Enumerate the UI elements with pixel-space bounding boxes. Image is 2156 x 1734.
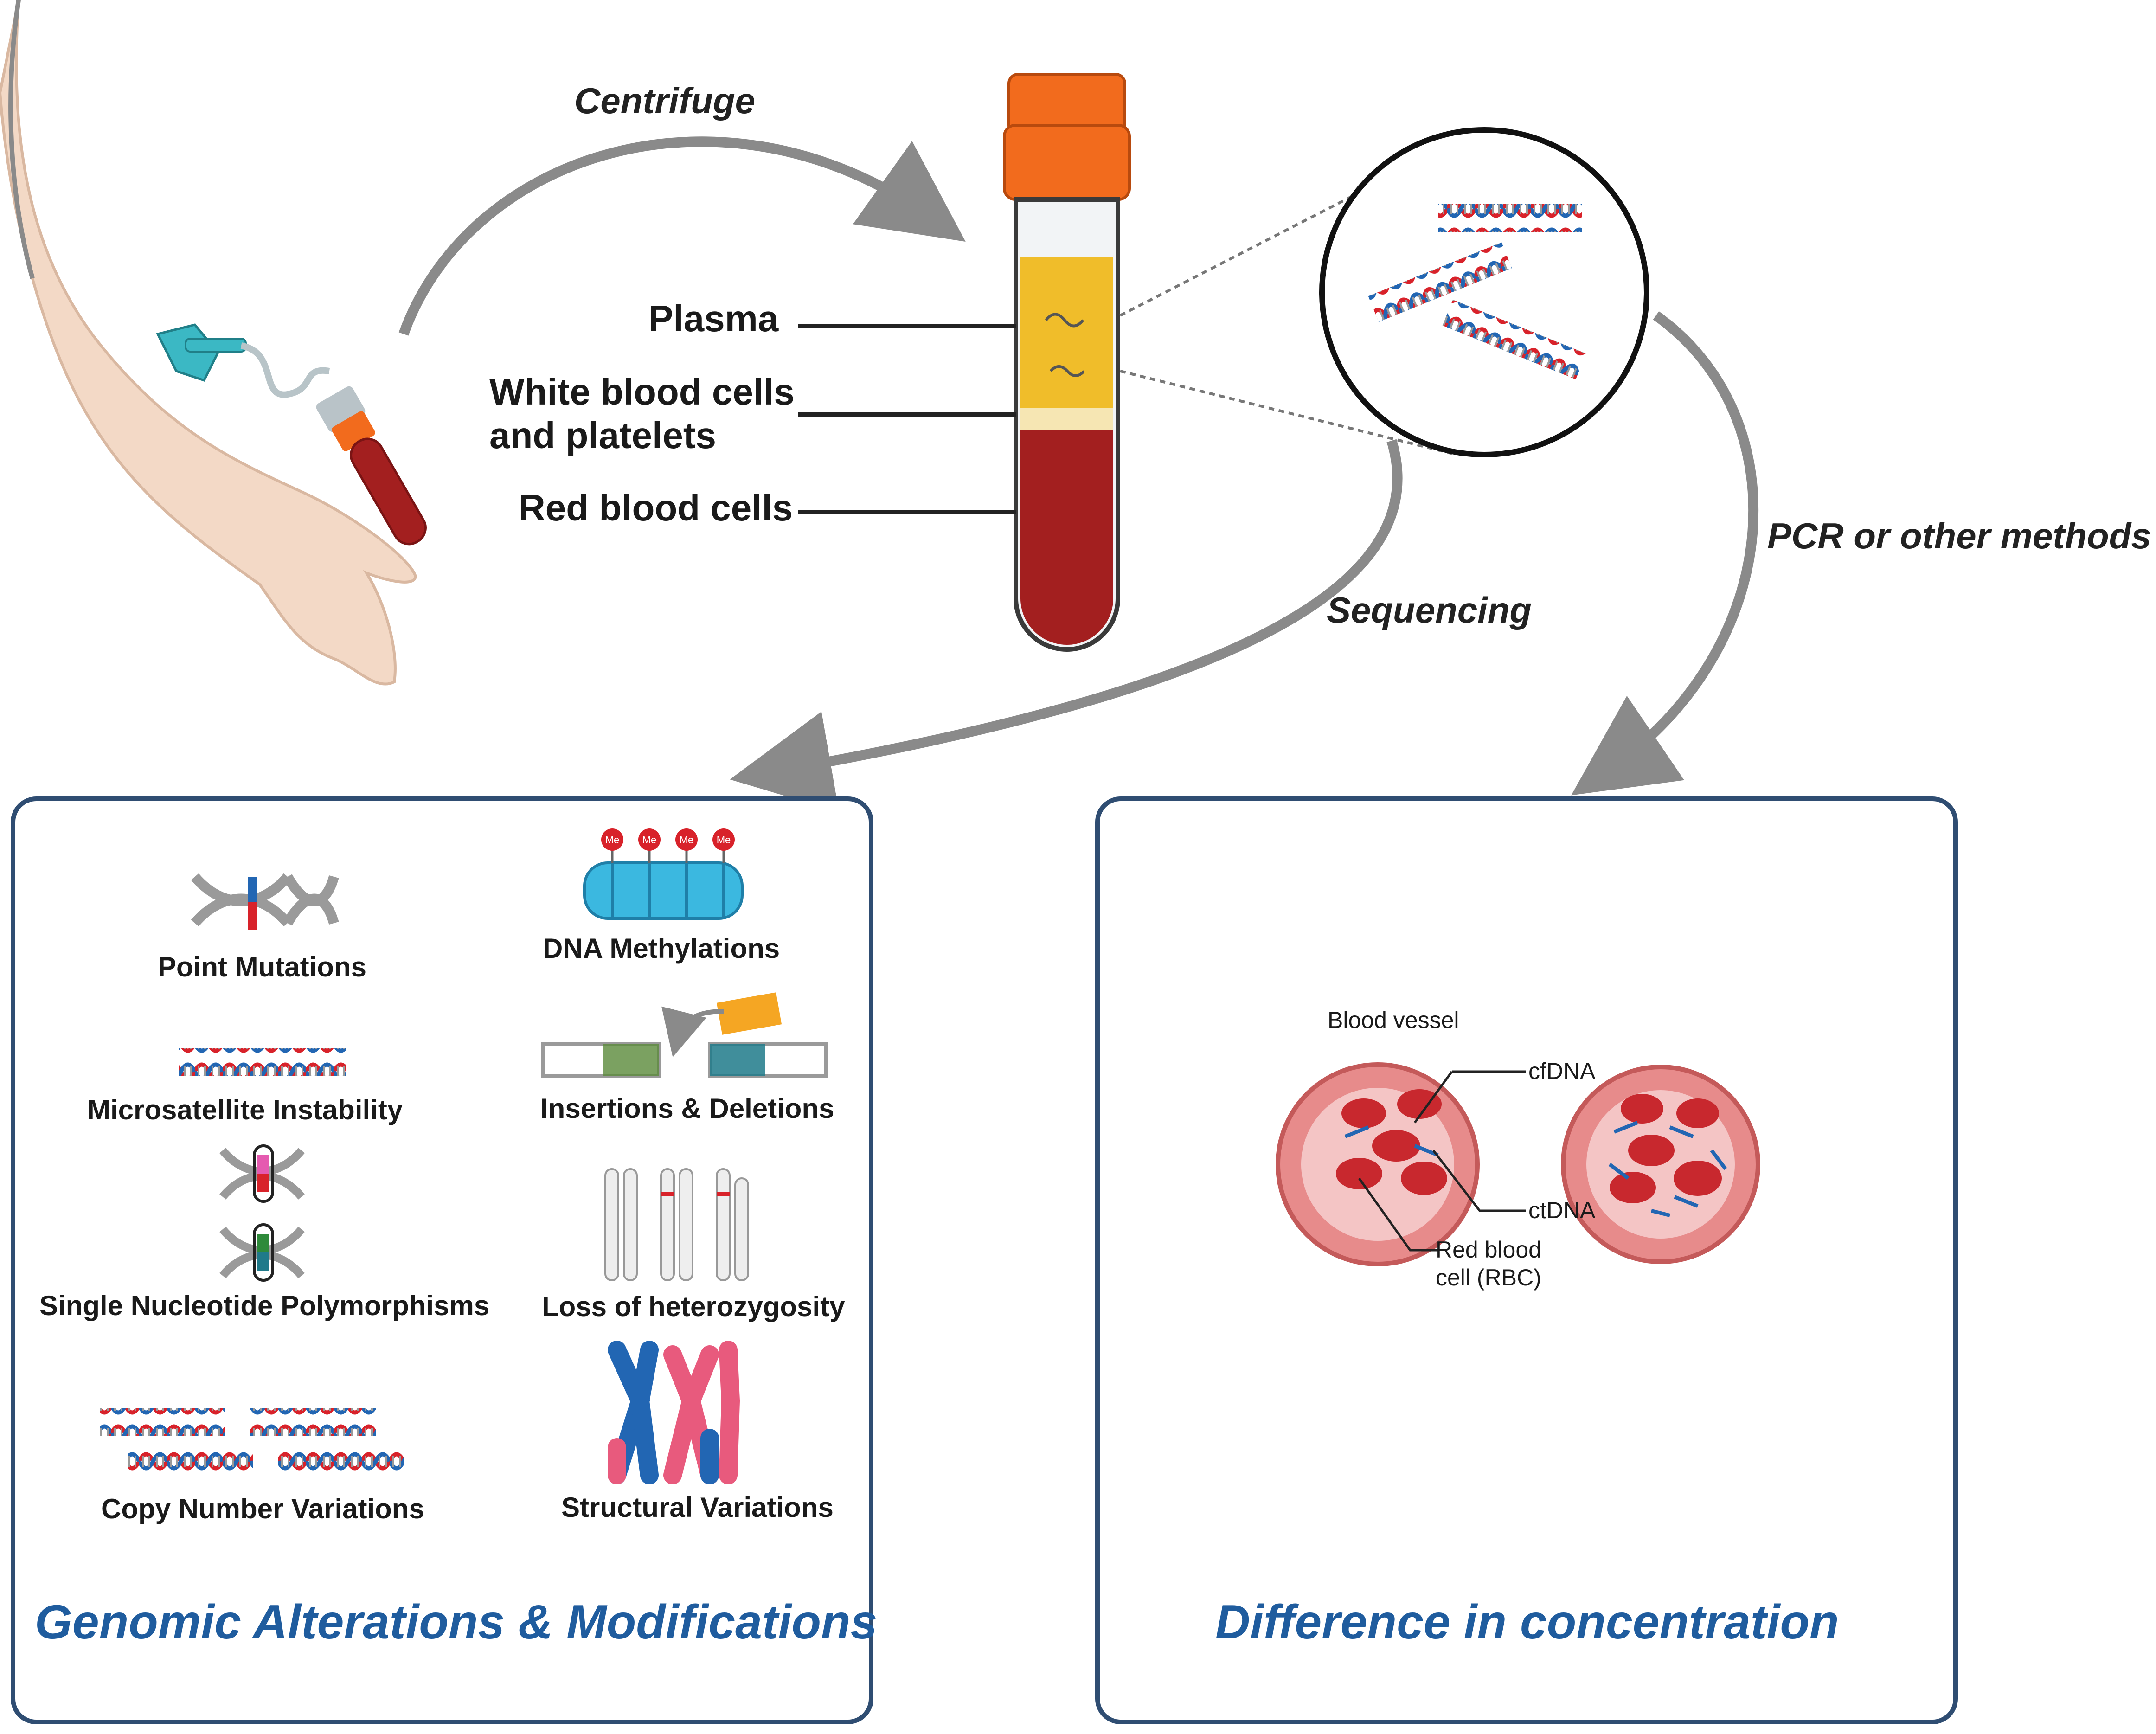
- methyl-group-marks: Me Me Me Me: [601, 828, 735, 863]
- cnv-label: Copy Number Variations: [101, 1493, 424, 1524]
- snp-icon: [219, 1144, 305, 1282]
- dna-helix-icon: [1368, 242, 1512, 322]
- concentration-panel: [1095, 796, 1958, 1724]
- plasma-label: Plasma: [648, 298, 779, 339]
- dna-helix-icon: [179, 1048, 346, 1076]
- cfdna-label: cfDNA: [1528, 1058, 1596, 1084]
- ctdna-leader: [1432, 1150, 1526, 1212]
- rbc-leader-line: [1358, 1177, 1438, 1252]
- loh-label: Loss of heterozygosity: [542, 1291, 845, 1322]
- copy-number-dna-icon: [100, 1408, 404, 1471]
- blood-vessel-label: Blood vessel: [1328, 1007, 1459, 1033]
- methyl-mark-1: Me: [605, 834, 620, 846]
- chromatid-icon: [604, 1168, 749, 1281]
- methyl-mark-4: Me: [717, 834, 731, 846]
- cfdna-leader: [1413, 1070, 1526, 1124]
- centrifuge-arrow: [398, 136, 966, 336]
- chromosome-icon: [608, 1341, 740, 1484]
- structural-variations-label: Structural Variations: [561, 1492, 834, 1523]
- pcr-label: PCR or other methods: [1767, 515, 2151, 556]
- methylated-nucleosome-icon: [583, 861, 744, 920]
- arm-illustration: [0, 0, 427, 686]
- left-panel-title: Genomic Alterations & Modifications: [35, 1595, 878, 1649]
- microsatellite-instability-label: Microsatellite Instability: [87, 1094, 403, 1125]
- snp-label: Single Nucleotide Polymorphisms: [39, 1290, 490, 1321]
- insertion-deletion-icon: [541, 992, 828, 1078]
- rbc-label-line1-small: Red blood: [1436, 1237, 1541, 1263]
- zoom-line-bottom: [1120, 370, 1457, 456]
- dna-helix-icon: [1442, 299, 1586, 379]
- blood-vessel-cross-section: [1276, 1062, 1480, 1266]
- blood-vessel-cross-section-high: [1561, 1065, 1760, 1264]
- methyl-mark-2: Me: [642, 834, 657, 846]
- pcr-arrow: [1571, 311, 1759, 796]
- sequencing-arrow: [730, 439, 1403, 812]
- wbc-label-line1: White blood cells: [489, 371, 795, 412]
- right-panel-title: Difference in concentration: [1215, 1595, 1839, 1649]
- wbc-label-line2: and platelets: [489, 415, 717, 456]
- rbc-label-line2-small: cell (RBC): [1436, 1265, 1541, 1291]
- centrifuge-label: Centrifuge: [574, 80, 755, 121]
- point-mutations-label: Point Mutations: [158, 951, 366, 983]
- dna-methylations-label: DNA Methylations: [543, 933, 780, 964]
- rbc-label: Red blood cells: [519, 487, 793, 528]
- ctdna-label: ctDNA: [1528, 1197, 1596, 1223]
- blood-tube: [1003, 73, 1131, 652]
- methyl-mark-3: Me: [680, 834, 694, 846]
- genomic-alterations-panel: [11, 796, 873, 1724]
- dna-zoom-circle: [1319, 127, 1649, 457]
- zoom-line-top: [1119, 184, 1374, 317]
- dna-helix-icon: [1438, 204, 1582, 232]
- insertions-deletions-label: Insertions & Deletions: [540, 1093, 834, 1124]
- dna-point-mutation-icon: [191, 873, 339, 930]
- sequencing-label: Sequencing: [1327, 590, 1532, 630]
